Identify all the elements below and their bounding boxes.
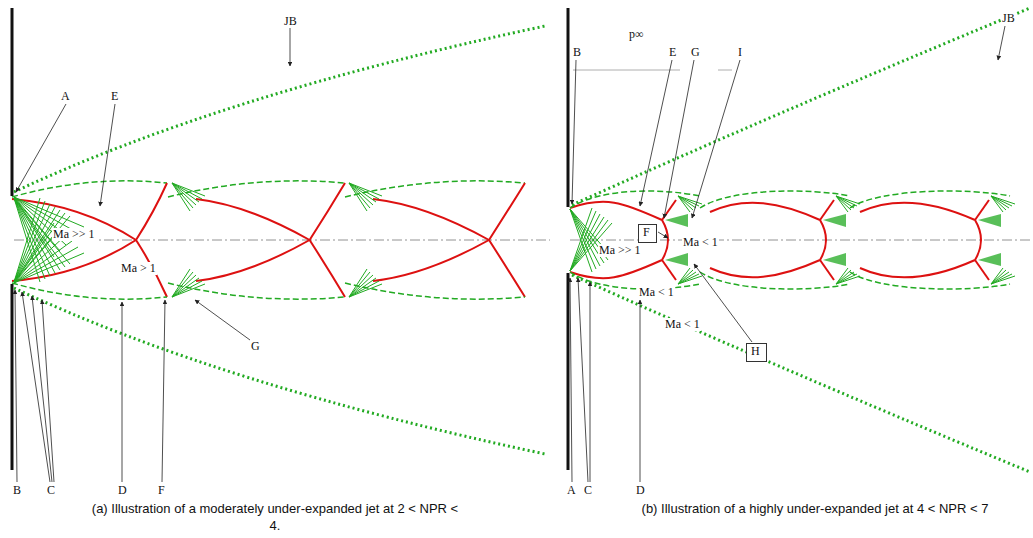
expansion-fan <box>172 281 202 297</box>
barrel-shock <box>570 260 662 278</box>
callout-letter: F <box>157 484 166 497</box>
nozzle-wall <box>12 8 568 470</box>
callout-letter: B <box>12 484 22 497</box>
barrel-shock <box>860 260 975 277</box>
callout-letter: C <box>46 484 56 497</box>
shock <box>12 183 167 281</box>
expansion-fan <box>172 284 205 297</box>
barrel-shock <box>570 202 662 220</box>
expansion-fan <box>14 210 60 282</box>
callout-letter: H <box>747 344 766 359</box>
callout-letter: E <box>110 90 119 103</box>
shock <box>12 199 167 297</box>
expansion-fan <box>991 196 1015 204</box>
jet-shear-layer <box>12 181 167 197</box>
jet-axis <box>14 240 1030 241</box>
callout-letter: D <box>635 484 646 497</box>
expansion-fan <box>349 183 382 196</box>
jet-boundary <box>14 288 545 454</box>
leader-line <box>15 26 1005 482</box>
barrel-shock <box>710 260 820 277</box>
expansion-fan <box>172 183 202 199</box>
shock <box>373 183 525 281</box>
reflected-shock <box>820 260 834 280</box>
jet-shear-layer <box>850 191 1010 208</box>
mach-label: Ma >> 1 <box>598 244 642 257</box>
callout-letter: D <box>117 484 128 497</box>
shock <box>373 199 525 297</box>
expansion-fan <box>14 216 70 282</box>
mach-label: Ma > 1 <box>120 262 157 275</box>
expansion-fan <box>349 281 379 297</box>
mach-disk <box>662 220 668 260</box>
callout-letter: E <box>668 46 677 59</box>
expansion-fan <box>14 213 65 282</box>
expansion-fan <box>991 276 1015 284</box>
callout-letter: A <box>60 90 71 103</box>
expansion-fan <box>678 276 702 284</box>
expansion-fan <box>349 183 379 199</box>
callout-letter: F <box>639 225 656 240</box>
jet-boundary <box>14 26 545 192</box>
expansion-fan <box>14 198 50 276</box>
jet-boundary <box>572 8 1030 205</box>
callout-letter: G <box>690 46 701 59</box>
barrel-shock <box>860 203 975 220</box>
expansion-fan <box>14 198 40 282</box>
expansion-fan <box>823 214 846 227</box>
boundary-label: JB <box>283 15 298 28</box>
reflected-shock <box>975 260 989 280</box>
caption: (a) Illustration of a moderately under-e… <box>85 500 465 534</box>
caption: (b) Illustration of a highly under-expan… <box>615 500 1015 517</box>
jet-shear-layer <box>12 283 167 299</box>
expansion-fan <box>823 253 846 266</box>
boundary-label: JB <box>1001 12 1016 25</box>
expansion-fan <box>172 183 205 196</box>
expansion-fan <box>836 196 860 204</box>
mach-label: Ma < 1 <box>664 318 701 331</box>
mach-disk <box>820 220 826 260</box>
shock <box>196 183 345 281</box>
jet-shear-layer <box>700 191 850 208</box>
reflected-shock <box>820 200 834 220</box>
jet-shear-layer <box>345 283 525 299</box>
mach-label: Ma < 1 <box>682 236 719 249</box>
callout-letter: C <box>583 484 593 497</box>
callout-letter: G <box>250 340 261 353</box>
mach-label: Ma >> 1 <box>52 228 96 241</box>
expansion-fan <box>14 198 40 282</box>
barrel-shock <box>710 203 820 220</box>
expansion-fan <box>349 284 382 297</box>
callout-box: F <box>638 224 657 243</box>
expansion-fan <box>978 253 1001 266</box>
reflected-shock <box>975 200 989 220</box>
pressure-label: p∞ <box>628 28 645 41</box>
expansion-fan <box>14 204 50 282</box>
expansion-fan <box>665 214 688 227</box>
shock <box>196 199 345 297</box>
callout-letter: I <box>737 46 743 59</box>
jet-shear-layer <box>700 272 850 289</box>
jet-boundary <box>572 275 1030 472</box>
mach-disk <box>975 220 981 260</box>
expansion-fan <box>978 214 1001 227</box>
callout-letter: A <box>566 484 577 497</box>
mach-label: Ma < 1 <box>638 286 675 299</box>
jet-shear-layer <box>345 181 525 197</box>
callout-box: H <box>746 343 767 362</box>
expansion-fan <box>665 253 688 266</box>
reflected-shock <box>662 260 676 280</box>
callout-letter: B <box>572 46 582 59</box>
jet-shear-layer <box>850 272 1010 289</box>
expansion-fan <box>836 276 860 284</box>
